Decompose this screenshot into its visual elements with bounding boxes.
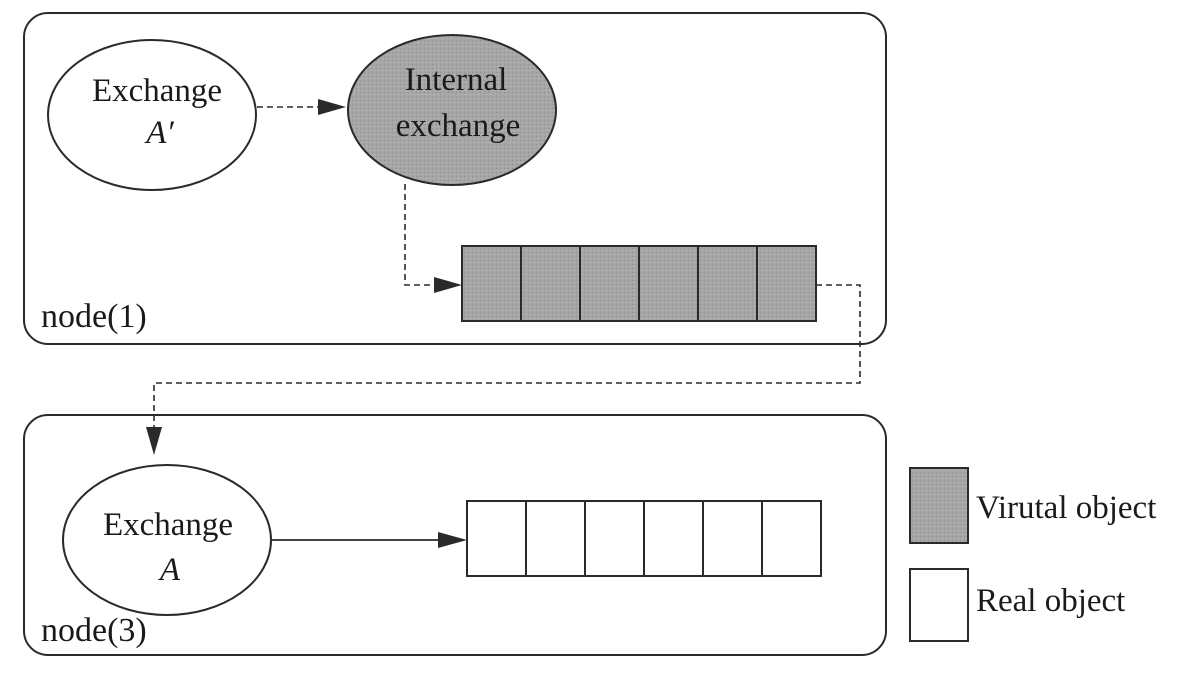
exchange-a-ellipse [62, 464, 272, 616]
real-queue [466, 500, 822, 577]
queue-cell [638, 245, 699, 322]
exchange-a-prime-var: A′ [144, 115, 174, 151]
arrow-internal-to-queue [404, 184, 436, 286]
arrowhead-exchange-a-to-queue [438, 532, 467, 548]
queue-cell [584, 500, 645, 577]
node-3-label: node(3) [41, 612, 147, 649]
queue-cell [466, 500, 527, 577]
arrowhead-a-prime-to-internal [318, 99, 346, 115]
node-1-label: node(1) [41, 298, 147, 335]
exchange-a-title: Exchange [103, 507, 233, 543]
internal-exchange-line2: exchange [396, 108, 521, 144]
legend-real-label: Real object [976, 583, 1125, 619]
queue-cell [579, 245, 640, 322]
legend-virtual-swatch [909, 467, 969, 544]
exchange-a-var: A [158, 552, 181, 588]
queue-cell [461, 245, 522, 322]
legend: Virutal object Real object [909, 467, 1156, 642]
queue-cell [756, 245, 817, 322]
arrowhead-internal-to-queue [434, 277, 462, 293]
internal-exchange-ellipse [347, 34, 557, 186]
queue-cell [697, 245, 758, 322]
legend-real-swatch [909, 568, 969, 642]
exchange-a-prime-title: Exchange [92, 73, 222, 109]
queue-cell [761, 500, 822, 577]
internal-exchange-line1: Internal [405, 62, 508, 98]
arrowhead-queue-to-node3 [146, 427, 162, 455]
legend-virtual-label: Virutal object [976, 490, 1156, 526]
queue-cell [643, 500, 704, 577]
queue-cell [702, 500, 763, 577]
virtual-queue [461, 245, 817, 322]
exchange-a-prime-ellipse [47, 39, 257, 191]
node-3-box [23, 414, 887, 656]
arrow-queue-to-node3 [153, 284, 861, 427]
queue-cell [525, 500, 586, 577]
queue-cell [520, 245, 581, 322]
